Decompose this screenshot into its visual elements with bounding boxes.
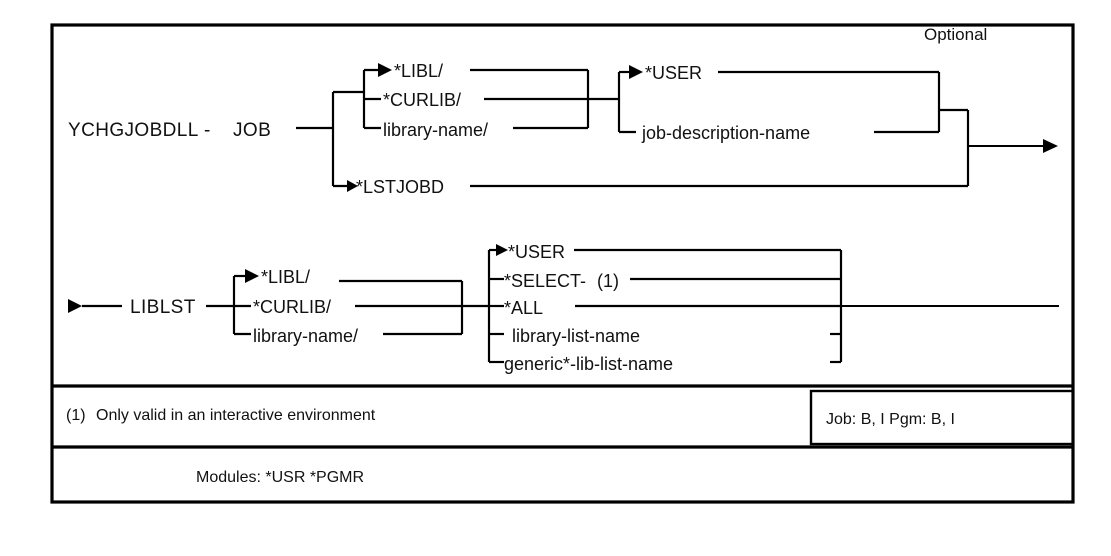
command-name-label: YCHGJOBDLL: [68, 120, 199, 141]
row2-lib-item-1: *CURLIB/: [253, 297, 331, 317]
row1-alternate-branch: *LSTJOBD: [333, 177, 968, 197]
footnote-row: (1) Only valid in an interactive environ…: [66, 407, 376, 424]
row2-list-item-1: *SELECT-: [504, 271, 586, 291]
row2-lib-item-0: *LIBL/: [261, 267, 310, 287]
row2-library-group: *LIBL/ *CURLIB/ library-name/: [232, 267, 489, 346]
footnote-text: Only valid in an interactive environment: [96, 407, 376, 424]
row1-lib-item-0: *LIBL/: [394, 61, 443, 81]
row2-list-item-2: *ALL: [504, 298, 543, 318]
footnote-marker: (1): [66, 407, 86, 424]
row2-select-footnote-marker: (1): [597, 271, 619, 291]
row1-name-item-1: job-description-name: [641, 123, 810, 143]
modules-text: Modules: *USR *PGMR: [196, 469, 364, 486]
row2-lib-item-2: library-name/: [253, 326, 358, 346]
row1-name-group: *USER job-description-name: [617, 63, 941, 143]
row1-group: YCHGJOBDLL - JOB *LIBL/ *CURLIB/: [68, 25, 1058, 197]
row1-lib-item-2: library-name/: [383, 120, 488, 140]
restriction-box: Job: B, I Pgm: B, I: [809, 389, 1075, 446]
row2-list-item-0: *USER: [508, 242, 565, 262]
restriction-box-text: Job: B, I Pgm: B, I: [826, 411, 955, 428]
row1-keyword-job: JOB: [233, 120, 271, 141]
row2-keyword-liblst: LIBLST: [130, 297, 196, 318]
row1-separator-dash: -: [204, 120, 211, 141]
row2-group: LIBLST *LIBL/ *CURLIB/ library-name/: [68, 242, 1059, 374]
row2-list-item-4: generic*-lib-list-name: [504, 354, 673, 374]
modules-row: Modules: *USR *PGMR: [196, 469, 364, 486]
row1-name-item-0: *USER: [645, 63, 702, 83]
row1-lib-item-1: *CURLIB/: [383, 90, 461, 110]
row2-list-group: *USER *SELECT- (1) *ALL library-list-nam…: [487, 242, 1059, 374]
optional-label: Optional: [924, 25, 987, 44]
row1-library-group: *LIBL/ *CURLIB/ library-name/: [333, 61, 619, 140]
row1-exit: [939, 108, 1058, 186]
diagram-outer-frame: [50, 23, 1075, 504]
row1-alternate-item: *LSTJOBD: [356, 177, 444, 197]
row2-list-item-3: library-list-name: [512, 326, 640, 346]
